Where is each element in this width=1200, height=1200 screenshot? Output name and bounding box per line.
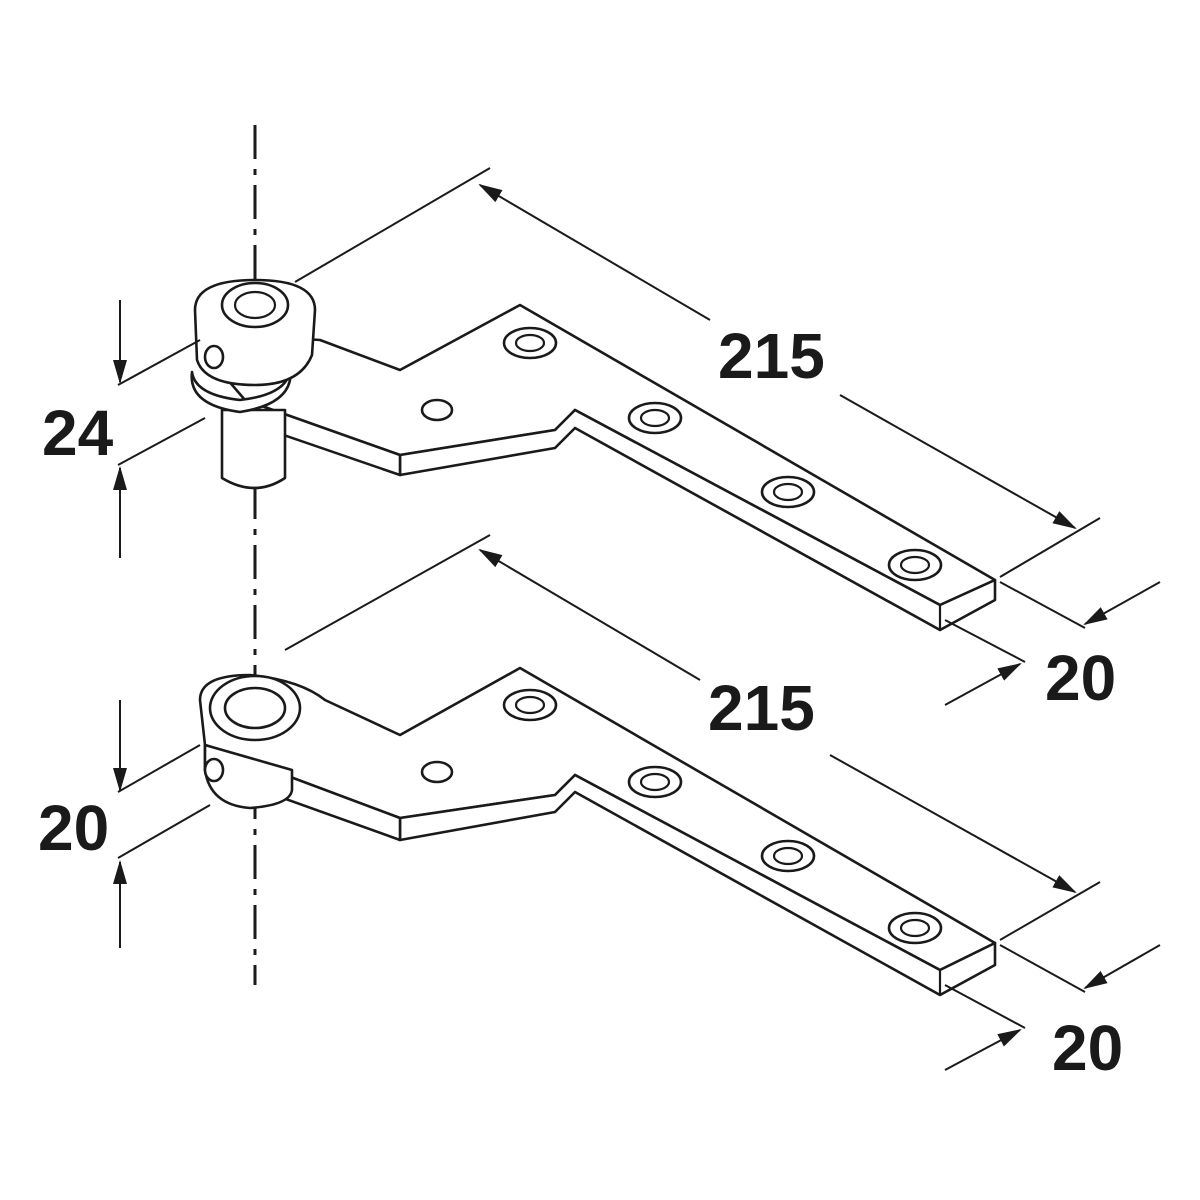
top-height-dimension: [113, 300, 206, 558]
top-width-dimension: [944, 581, 1161, 706]
top-plate-face: [213, 303, 997, 607]
bottom-width-dimension: [944, 944, 1161, 1071]
bottom-plate-holes: [420, 688, 943, 945]
bottom-length-label: 215: [708, 672, 815, 744]
top-set-screw: [203, 344, 225, 370]
top-barrel-cap: [220, 281, 290, 329]
bottom-height-dimension: [113, 700, 211, 948]
bottom-length-dimension: [284, 534, 1101, 941]
bottom-pivot-collar: [203, 743, 294, 810]
top-height-label: 24: [42, 397, 114, 469]
top-pivot-hinge: [190, 278, 997, 632]
bottom-plate-edge: [398, 773, 997, 997]
bottom-plate-face: [198, 666, 997, 972]
top-pivot-pin: [220, 408, 287, 490]
top-plate-edge: [398, 408, 997, 632]
top-plate-holes: [420, 326, 943, 582]
top-length-dimension: [294, 167, 1101, 578]
bottom-bearing-hole: [223, 686, 287, 730]
top-width-label: 20: [1045, 642, 1116, 714]
bottom-pivot-hinge: [198, 666, 997, 997]
bottom-set-screw: [203, 757, 225, 783]
top-length-label: 215: [718, 320, 825, 392]
bottom-width-label: 20: [1052, 1012, 1123, 1084]
bottom-height-label: 20: [38, 792, 109, 864]
